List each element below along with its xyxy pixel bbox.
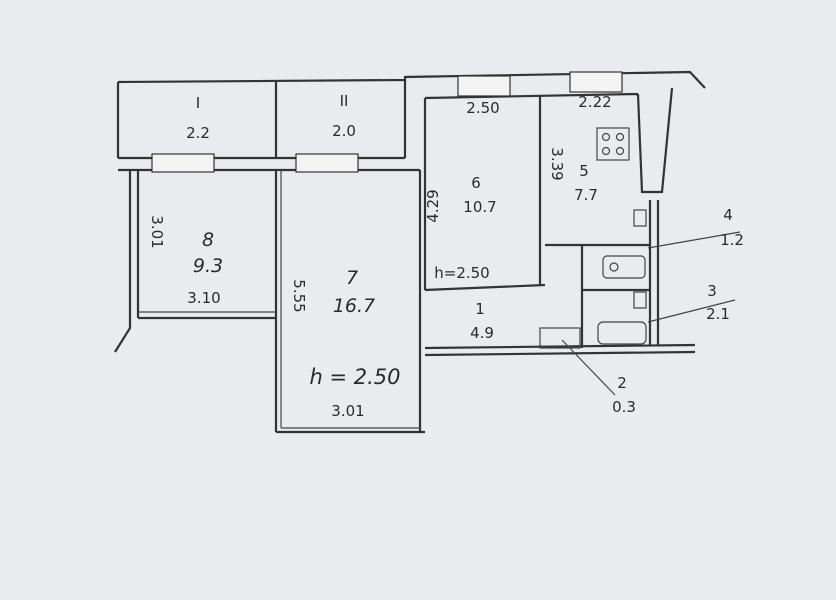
room-5-num: 5	[579, 162, 589, 180]
room-8-num: 8	[202, 229, 214, 251]
room-7-num: 7	[346, 267, 358, 289]
room-5-side: 3.39	[548, 147, 566, 180]
room-6-area: 10.7	[463, 198, 496, 216]
room-5-top: 2.22	[578, 93, 611, 111]
windows	[151, 71, 623, 173]
toilet-icon	[633, 209, 647, 309]
balcony-1-area: 2.2	[186, 124, 210, 142]
room-3-num: 3	[707, 282, 717, 300]
bathtub-icon	[597, 321, 647, 345]
room-6-top: 2.50	[466, 99, 499, 117]
sink-icon	[602, 255, 646, 279]
room-2-area: 0.3	[612, 398, 636, 416]
room-1-area: 4.9	[470, 324, 494, 342]
leader-lines	[561, 231, 741, 396]
stove-icon	[596, 127, 630, 161]
room-6-height: h=2.50	[434, 264, 489, 282]
room-5-area: 7.7	[574, 186, 598, 204]
balcony-1-num: I	[196, 94, 200, 112]
room-4-num: 4	[723, 206, 733, 224]
room-labels: I 2.2 II 2.0 8 9.3 3.10 3.01 7 16.7 5.55…	[148, 92, 744, 420]
room-2-num: 2	[617, 374, 627, 392]
room-8-side: 3.01	[148, 215, 166, 248]
room-4-area: 1.2	[720, 231, 744, 249]
balcony-2-num: II	[340, 92, 349, 110]
room-8-area: 9.3	[193, 255, 223, 277]
room-7-width: 3.01	[331, 402, 364, 420]
room-6-num: 6	[471, 174, 481, 192]
room-3-area: 2.1	[706, 305, 730, 323]
room-7-height: h = 2.50	[309, 365, 400, 389]
room-1-num: 1	[475, 300, 485, 318]
balcony-2-area: 2.0	[332, 122, 356, 140]
room-8-width: 3.10	[187, 289, 220, 307]
room-6-side: 4.29	[424, 189, 442, 222]
room-7-area: 16.7	[333, 295, 375, 317]
room-7-length: 5.55	[290, 279, 308, 312]
